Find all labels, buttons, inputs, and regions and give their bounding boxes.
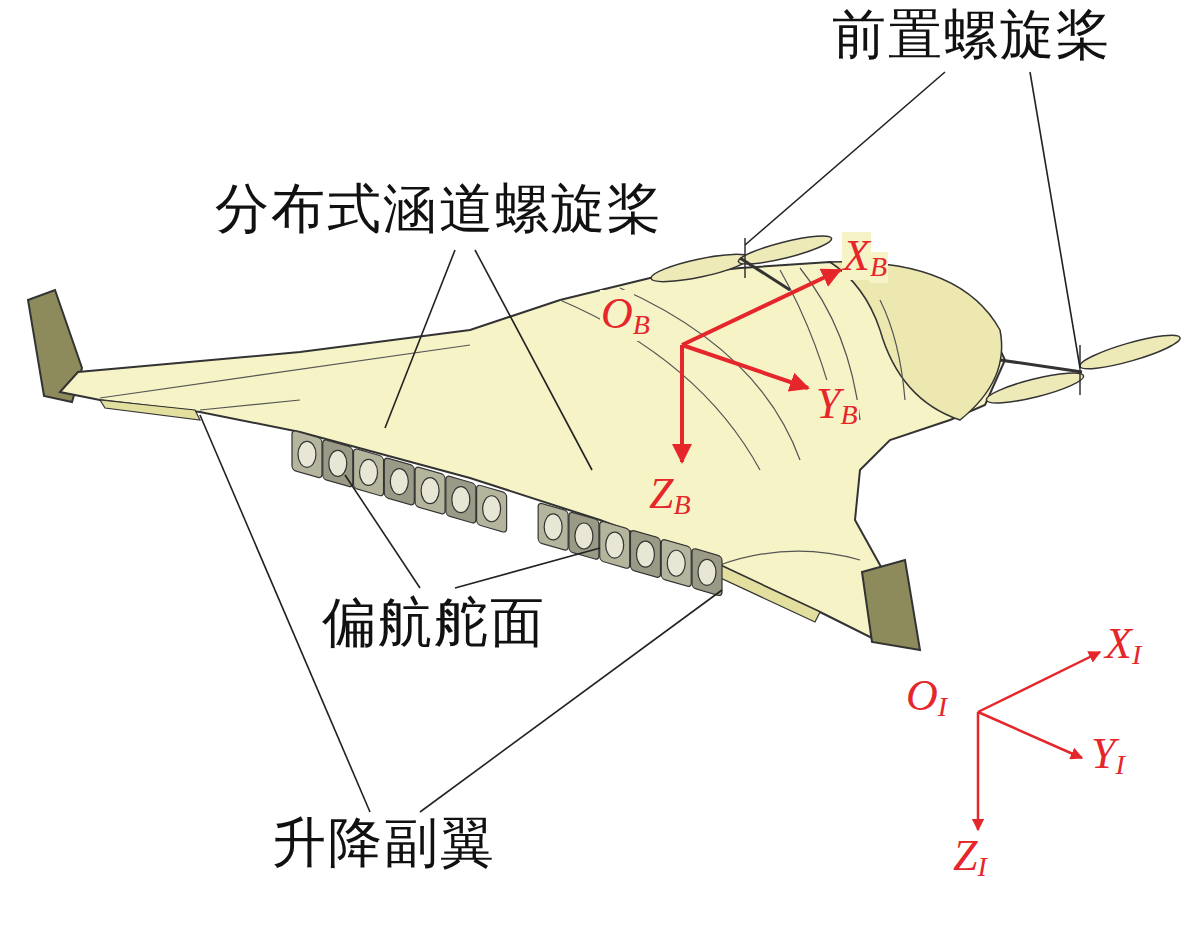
- axis-label: Y: [1090, 730, 1116, 778]
- axis-label: Z: [648, 470, 674, 518]
- ducted-fan: [538, 502, 568, 551]
- fuselage-bulge: [830, 262, 1002, 420]
- inertial-axes: [978, 652, 1100, 830]
- body-axes: [682, 270, 840, 462]
- ducted-fan: [384, 457, 414, 506]
- part-label: 前置螺旋桨: [832, 6, 1112, 65]
- axis-subscript: I: [937, 692, 948, 723]
- axis-label: X: [1104, 620, 1133, 668]
- part-label: 偏航舵面: [322, 594, 546, 653]
- fan-duct: [667, 550, 685, 576]
- leader-lines: [200, 72, 1080, 812]
- fan-duct: [483, 496, 501, 522]
- surface-lines: [100, 268, 905, 565]
- axis-subscript: B: [839, 400, 858, 431]
- front-propeller: [984, 329, 1182, 409]
- winglet: [862, 560, 920, 650]
- ducted-fan: [415, 466, 445, 515]
- ducted-fan: [446, 475, 476, 524]
- axis-subscript: I: [976, 852, 987, 883]
- part-label: 升降副翼: [272, 814, 496, 873]
- axis-subscript: I: [1131, 640, 1142, 671]
- axis-label: X: [842, 232, 871, 280]
- fan-duct: [452, 487, 470, 513]
- ducted-fan: [292, 430, 322, 479]
- fan-duct: [544, 514, 562, 540]
- fan-duct: [360, 459, 378, 485]
- fan-duct: [636, 541, 654, 567]
- fan-duct: [606, 532, 624, 558]
- fan-duct: [421, 478, 439, 504]
- ducted-fan: [692, 548, 722, 597]
- fan-duct: [575, 523, 593, 549]
- axis-subscript: I: [1114, 750, 1125, 781]
- flying-wing-body: [60, 262, 1005, 648]
- ducted-fan-array: [292, 430, 722, 597]
- front-propeller: [649, 231, 833, 290]
- ducted-fan: [661, 539, 691, 588]
- ducted-fan: [477, 484, 507, 533]
- fan-duct: [390, 469, 408, 495]
- fan-duct: [698, 559, 716, 585]
- fan-duct: [329, 450, 347, 476]
- elevon: [712, 565, 820, 622]
- part-label: 分布式涵道螺旋桨: [215, 180, 663, 239]
- axis-subscript: B: [672, 490, 691, 521]
- axis-subscript: B: [869, 252, 888, 283]
- axis-label: Y: [815, 380, 841, 428]
- axis-label: O: [600, 290, 634, 338]
- ducted-fan: [630, 530, 660, 579]
- axis-label: O: [905, 672, 939, 720]
- ducted-fan: [600, 521, 630, 570]
- axis-subscript: B: [632, 310, 651, 341]
- ducted-fan: [354, 448, 384, 497]
- axis-label: Z: [952, 832, 978, 880]
- elevon: [100, 400, 200, 420]
- fan-duct: [298, 441, 316, 467]
